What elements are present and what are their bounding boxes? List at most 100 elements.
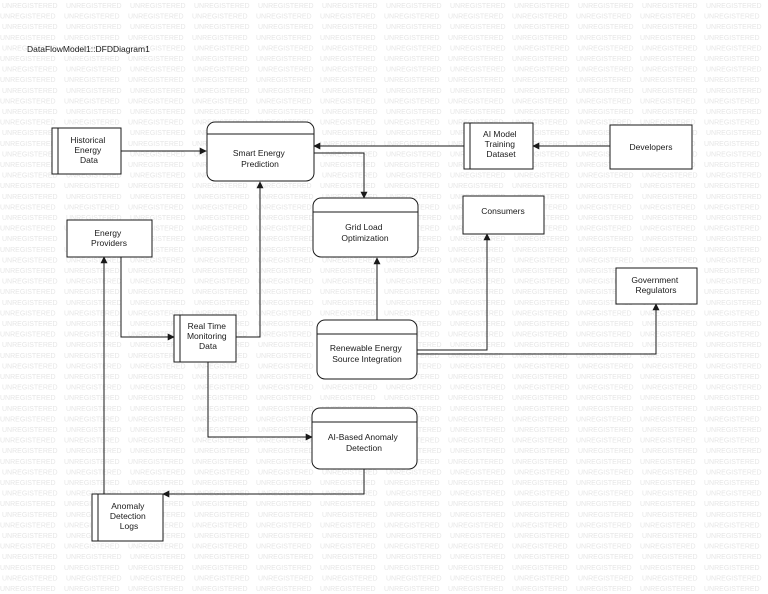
watermark-text: UNREGISTERED xyxy=(578,67,634,74)
watermark-text: UNREGISTERED xyxy=(706,215,762,222)
entity-consumers[interactable]: Consumers xyxy=(462,195,545,235)
datastore-ai-model-training-dataset[interactable]: AI Model Training Dataset xyxy=(463,122,534,170)
watermark-text: UNREGISTERED xyxy=(256,247,312,254)
watermark-text: UNREGISTERED xyxy=(0,586,56,593)
watermark-text: UNREGISTERED xyxy=(322,469,378,476)
watermark-text: UNREGISTERED xyxy=(386,173,442,180)
watermark-text: UNREGISTERED xyxy=(578,300,634,307)
watermark-text: UNREGISTERED xyxy=(320,501,376,508)
watermark-text: UNREGISTERED xyxy=(706,173,762,180)
watermark-text: UNREGISTERED xyxy=(514,575,570,582)
entity-developers[interactable]: Developers xyxy=(609,124,693,170)
watermark-text: UNREGISTERED xyxy=(194,512,250,519)
watermark-text: UNREGISTERED xyxy=(578,342,634,349)
watermark-text: UNREGISTERED xyxy=(322,385,378,392)
watermark-text: UNREGISTERED xyxy=(640,183,696,190)
watermark-text: UNREGISTERED xyxy=(640,332,696,339)
watermark-text: UNREGISTERED xyxy=(0,98,56,105)
flow-realtime-to-anomaly xyxy=(207,362,313,441)
watermark-text: UNREGISTERED xyxy=(448,353,504,360)
watermark-text: UNREGISTERED xyxy=(0,522,56,529)
watermark-text: UNREGISTERED xyxy=(0,459,56,466)
watermark-text: UNREGISTERED xyxy=(322,257,378,264)
flow-realtime-to-smart-energy xyxy=(236,181,264,338)
watermark-text: UNREGISTERED xyxy=(706,151,762,158)
watermark-text: UNREGISTERED xyxy=(704,120,760,127)
watermark-text: UNREGISTERED xyxy=(640,98,696,105)
watermark-text: UNREGISTERED xyxy=(66,300,122,307)
watermark-text: UNREGISTERED xyxy=(128,459,184,466)
watermark-text: UNREGISTERED xyxy=(66,385,122,392)
watermark-text: UNREGISTERED xyxy=(194,363,250,370)
watermark-text: UNREGISTERED xyxy=(640,586,696,593)
watermark-text: UNREGISTERED xyxy=(640,416,696,423)
watermark-text: UNREGISTERED xyxy=(2,24,58,31)
watermark-text: UNREGISTERED xyxy=(704,459,760,466)
watermark-text: UNREGISTERED xyxy=(640,544,696,551)
watermark-text: UNREGISTERED xyxy=(130,427,186,434)
watermark-text: UNREGISTERED xyxy=(320,35,376,42)
watermark-text: UNREGISTERED xyxy=(192,586,248,593)
watermark-text: UNREGISTERED xyxy=(256,416,312,423)
watermark-text: UNREGISTERED xyxy=(0,120,56,127)
watermark-text: UNREGISTERED xyxy=(512,459,568,466)
watermark-text: UNREGISTERED xyxy=(2,3,58,10)
watermark-text: UNREGISTERED xyxy=(512,120,568,127)
process-grid-load-optimization[interactable]: Grid Load Optimization xyxy=(312,197,419,258)
datastore-anomaly-detection-logs[interactable]: Anomaly Detection Logs xyxy=(91,493,164,542)
datastore-realtime-monitoring-data[interactable]: Real Time Monitoring Data xyxy=(173,314,237,363)
watermark-text: UNREGISTERED xyxy=(640,438,696,445)
datastore-label: Anomaly Detection Logs xyxy=(110,501,148,531)
datastore-historical-energy-data[interactable]: Historical Energy Data xyxy=(51,127,122,175)
watermark-text: UNREGISTERED xyxy=(130,109,186,116)
watermark-text: UNREGISTERED xyxy=(258,109,314,116)
process-ai-anomaly-detection[interactable]: AI-Based Anomaly Detection xyxy=(311,407,418,470)
entity-label: Government Regulators xyxy=(631,275,680,295)
watermark-text: UNREGISTERED xyxy=(128,438,184,445)
watermark-text: UNREGISTERED xyxy=(514,300,570,307)
watermark-text: UNREGISTERED xyxy=(706,257,762,264)
entity-government-regulators[interactable]: Government Regulators xyxy=(615,267,698,305)
watermark-text: UNREGISTERED xyxy=(2,173,58,180)
watermark-text: UNREGISTERED xyxy=(642,533,698,540)
watermark-text: UNREGISTERED xyxy=(578,279,634,286)
watermark-text: UNREGISTERED xyxy=(514,342,570,349)
watermark-text: UNREGISTERED xyxy=(130,194,186,201)
watermark-text: UNREGISTERED xyxy=(514,151,570,158)
watermark-text: UNREGISTERED xyxy=(576,480,632,487)
watermark-text: UNREGISTERED xyxy=(704,565,760,572)
watermark-text: UNREGISTERED xyxy=(128,247,184,254)
watermark-text: UNREGISTERED xyxy=(256,226,312,233)
watermark-text: UNREGISTERED xyxy=(194,88,250,95)
watermark-text: UNREGISTERED xyxy=(448,77,504,84)
watermark-text: UNREGISTERED xyxy=(642,257,698,264)
watermark-text: UNREGISTERED xyxy=(640,226,696,233)
entity-energy-providers[interactable]: Energy Providers xyxy=(66,219,153,258)
watermark-text: UNREGISTERED xyxy=(320,120,376,127)
watermark-text: UNREGISTERED xyxy=(320,162,376,169)
watermark-text: UNREGISTERED xyxy=(2,469,58,476)
watermark-text: UNREGISTERED xyxy=(128,374,184,381)
process-smart-energy-prediction[interactable]: Smart Energy Prediction xyxy=(206,121,315,182)
watermark-text: UNREGISTERED xyxy=(576,247,632,254)
watermark-text: UNREGISTERED xyxy=(514,469,570,476)
process-renewable-energy-integration[interactable]: Renewable Energy Source Integration xyxy=(316,319,418,380)
watermark-text: UNREGISTERED xyxy=(130,342,186,349)
watermark-text: UNREGISTERED xyxy=(576,120,632,127)
watermark-text: UNREGISTERED xyxy=(642,3,698,10)
watermark-text: UNREGISTERED xyxy=(322,194,378,201)
watermark-text: UNREGISTERED xyxy=(448,501,504,508)
watermark-text: UNREGISTERED xyxy=(194,257,250,264)
watermark-text: UNREGISTERED xyxy=(2,363,58,370)
watermark-text: UNREGISTERED xyxy=(128,395,184,402)
watermark-text: UNREGISTERED xyxy=(642,575,698,582)
watermark-text: UNREGISTERED xyxy=(256,204,312,211)
watermark-text: UNREGISTERED xyxy=(2,406,58,413)
watermark-text: UNREGISTERED xyxy=(512,35,568,42)
watermark-text: UNREGISTERED xyxy=(194,469,250,476)
watermark-text: UNREGISTERED xyxy=(384,120,440,127)
watermark-text: UNREGISTERED xyxy=(130,173,186,180)
watermark-text: UNREGISTERED xyxy=(704,332,760,339)
watermark-text: UNREGISTERED xyxy=(704,77,760,84)
entity-label: Consumers xyxy=(481,206,524,216)
